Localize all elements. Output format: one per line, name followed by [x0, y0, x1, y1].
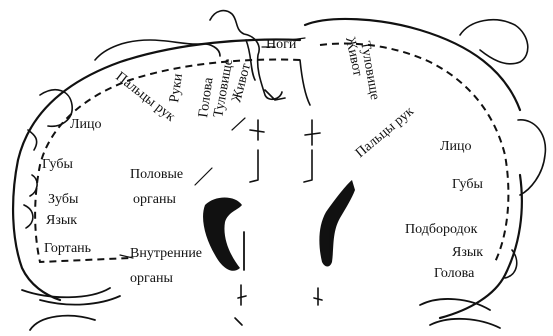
right-hemisphere: [290, 19, 545, 328]
label-internal-line1: Внутренние: [130, 246, 202, 261]
label-larynx: Гортань: [44, 241, 91, 256]
left-lower-outline: [22, 288, 120, 330]
label-tongue-left: Язык: [46, 213, 77, 228]
label-hands: Руки: [167, 72, 186, 103]
label-lips-right: Губы: [452, 177, 483, 192]
label-face-right: Лицо: [440, 139, 471, 154]
left-leader-lines: [120, 47, 275, 258]
left-ventricle: [203, 198, 242, 271]
label-tongue-right: Язык: [452, 245, 483, 260]
label-genitals-line1: Половые: [130, 167, 183, 182]
right-lower-outline: [420, 299, 500, 328]
right-sulcus: [304, 120, 320, 182]
labels: Ноги Пальцы рук Руки Голова Туловище Жив…: [42, 36, 483, 286]
label-head-right: Голова: [434, 266, 475, 281]
left-sulcus: [250, 120, 264, 182]
right-cortex-outline: [305, 19, 522, 318]
left-dashed-boundary: [35, 60, 300, 262]
right-homunculus-face: [505, 120, 545, 278]
label-face-left: Лицо: [70, 117, 101, 132]
right-homunculus-trunk: [300, 60, 310, 105]
label-legs: Ноги: [266, 37, 297, 52]
left-homunculus-hand: [95, 40, 220, 60]
left-fissure: [235, 285, 246, 325]
label-chin: Подбородок: [405, 222, 478, 237]
right-homunculus-hand: [460, 20, 528, 64]
label-teeth: Зубы: [48, 192, 79, 207]
right-ventricle: [319, 180, 355, 267]
right-fissure: [314, 288, 322, 305]
label-fingers-right: Пальцы рук: [353, 104, 417, 161]
label-lips-left: Губы: [42, 157, 73, 172]
label-genitals-line2: органы: [133, 192, 176, 207]
label-internal-line2: органы: [130, 271, 173, 286]
